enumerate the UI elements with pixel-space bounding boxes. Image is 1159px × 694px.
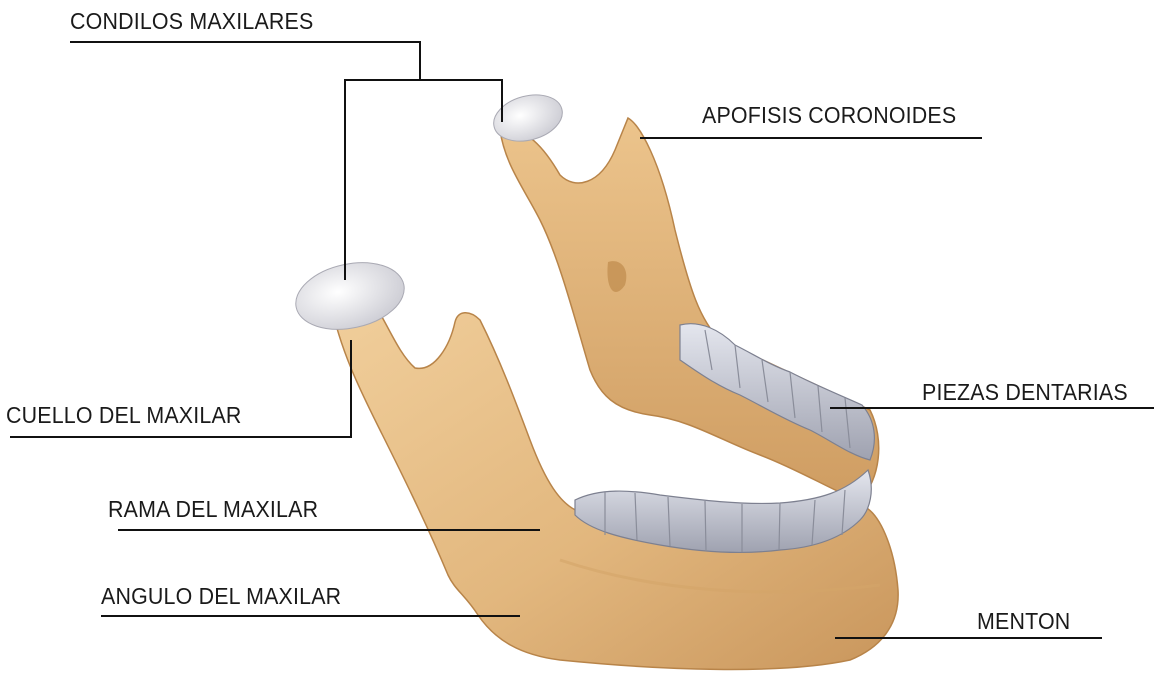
label-menton: MENTON	[977, 608, 1070, 635]
label-angulo-del-maxilar: ANGULO DEL MAXILAR	[101, 583, 341, 610]
front-condyle-cap	[290, 253, 411, 338]
label-rama-del-maxilar: RAMA DEL MAXILAR	[108, 496, 318, 523]
label-piezas-dentarias: PIEZAS DENTARIAS	[922, 379, 1128, 406]
condilos-branch-leader	[345, 80, 502, 280]
back-half-mandible	[500, 118, 879, 500]
condilos-leader	[70, 42, 420, 80]
back-ramus-shape	[500, 118, 879, 500]
label-apofisis-coronoides: APOFISIS CORONOIDES	[702, 102, 956, 129]
back-condyle-cap	[488, 88, 567, 149]
label-condilos-maxilares: CONDILOS MAXILARES	[70, 8, 313, 35]
label-cuello-del-maxilar: CUELLO DEL MAXILAR	[6, 402, 242, 429]
